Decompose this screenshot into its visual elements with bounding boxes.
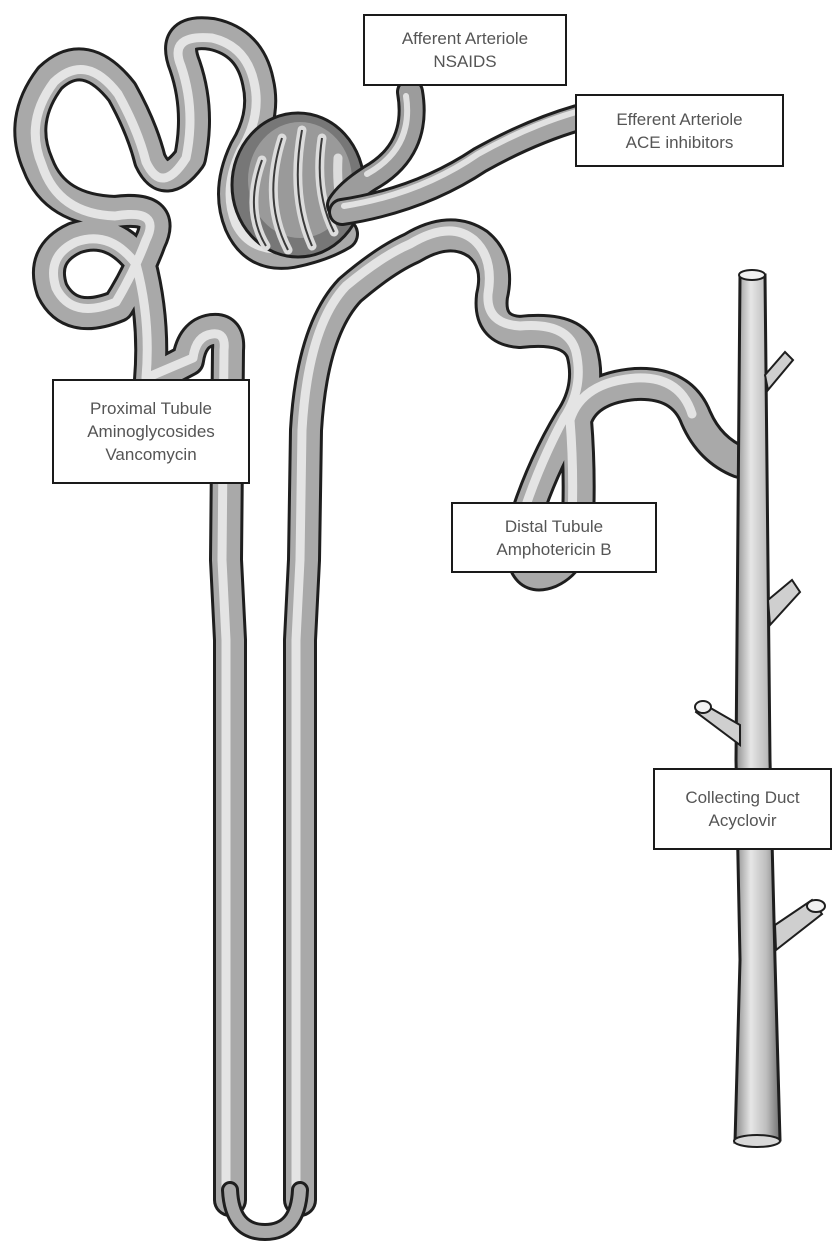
label-afferent-arteriole: Afferent Arteriole NSAIDS [363, 14, 567, 86]
collecting-duct-drug: Acyclovir [708, 809, 776, 832]
label-efferent-arteriole: Efferent Arteriole ACE inhibitors [575, 94, 784, 167]
distal-tubule [296, 231, 740, 1200]
proximal-tubule-drug-1: Aminoglycosides [87, 420, 215, 443]
afferent-arteriole-title: Afferent Arteriole [402, 27, 528, 50]
afferent-arteriole-drug: NSAIDS [433, 50, 496, 73]
proximal-tubule-title: Proximal Tubule [90, 397, 212, 420]
label-distal-tubule: Distal Tubule Amphotericin B [451, 502, 657, 573]
proximal-tubule-drug-2: Vancomycin [105, 443, 196, 466]
efferent-arteriole-title: Efferent Arteriole [616, 108, 742, 131]
distal-tubule-drug: Amphotericin B [496, 538, 611, 561]
collecting-duct-title: Collecting Duct [685, 786, 799, 809]
label-collecting-duct: Collecting Duct Acyclovir [653, 768, 832, 850]
efferent-arteriole-drug: ACE inhibitors [626, 131, 734, 154]
collecting-duct [695, 270, 828, 1147]
label-proximal-tubule: Proximal Tubule Aminoglycosides Vancomyc… [52, 379, 250, 484]
distal-tubule-title: Distal Tubule [505, 515, 603, 538]
